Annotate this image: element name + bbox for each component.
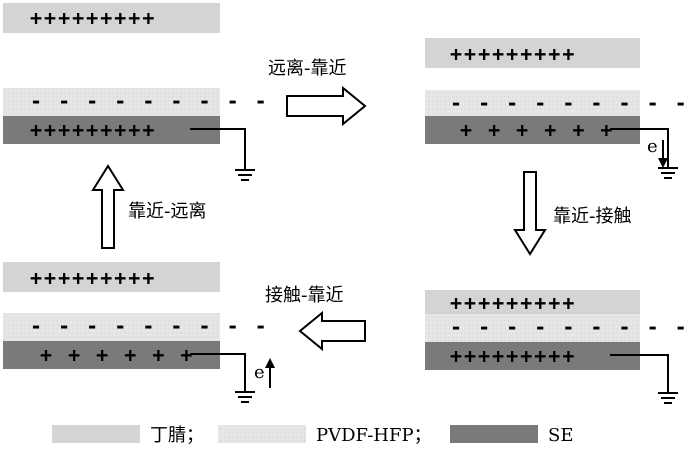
hollow-down-arrow-icon <box>513 171 547 256</box>
positive-charges: +++++++++ <box>450 42 576 66</box>
positive-charges: + + + + + + <box>460 118 614 142</box>
hollow-up-arrow-icon <box>91 164 125 249</box>
arrow-down: 靠近-接触 <box>513 171 632 256</box>
ground-wire <box>610 354 669 393</box>
pvdf-layer <box>425 314 640 342</box>
se-electrode <box>425 342 640 370</box>
positive-charges: +++++++++ <box>30 266 156 290</box>
negative-charges: - - - - - - - - - <box>30 89 269 113</box>
hollow-right-arrow-icon <box>286 85 367 127</box>
negative-charges: - - - - - - - - - <box>450 91 689 115</box>
nbr-layer <box>3 3 220 33</box>
electron-label: e <box>254 362 265 383</box>
arrow-label-top: 远离-靠近 <box>268 58 347 79</box>
positive-charges: +++++++++ <box>450 344 576 368</box>
panel-bottom-right: +++++++++ - - - - - - - - - +++++++++ <box>425 290 689 404</box>
ground-icon <box>658 167 678 179</box>
legend-swatch-pvdf <box>218 425 306 443</box>
panel-top-left: +++++++++ - - - - - - - - - +++++++++ <box>3 3 269 181</box>
legend-label-pvdf: PVDF-HFP； <box>316 425 432 446</box>
nbr-layer <box>425 38 640 68</box>
ground-icon <box>658 392 678 404</box>
pvdf-layer <box>3 313 220 341</box>
ground-icon <box>235 169 255 181</box>
hollow-left-arrow-icon <box>298 310 366 352</box>
nbr-layer <box>425 290 640 314</box>
positive-charges: +++++++++ <box>30 118 156 142</box>
ground-wire <box>190 353 246 392</box>
arrow-label-left: 靠近-远离 <box>128 201 207 222</box>
se-electrode <box>3 116 220 144</box>
legend-swatch-nbr <box>52 425 140 443</box>
legend: 丁腈； PVDF-HFP； SE <box>52 425 573 446</box>
legend-swatch-se <box>450 425 538 443</box>
legend-label-se: SE <box>548 425 573 446</box>
panel-bottom-left: +++++++++ - - - - - - - - - + + + + + + … <box>3 262 275 403</box>
pvdf-layer <box>3 88 220 116</box>
arrow-label-bottom: 接触-靠近 <box>265 285 344 306</box>
ground-wire <box>610 128 669 168</box>
arrow-left: 接触-靠近 <box>265 285 366 352</box>
legend-label-nbr: 丁腈； <box>150 425 204 446</box>
pvdf-layer <box>425 90 640 116</box>
arrow-right: 远离-靠近 <box>268 58 367 127</box>
negative-charges: - - - - - - - - - <box>30 314 269 338</box>
electron-down-arrow-icon <box>658 140 668 168</box>
positive-charges: +++++++++ <box>30 6 156 30</box>
ground-wire <box>190 128 246 170</box>
panel-top-right: +++++++++ - - - - - - - - - + + + + + + … <box>425 38 689 179</box>
arrow-label-right: 靠近-接触 <box>553 206 632 227</box>
positive-charges: +++++++++ <box>450 291 576 315</box>
arrow-up: 靠近-远离 <box>91 164 207 249</box>
electron-up-arrow-icon <box>265 358 275 388</box>
negative-charges: - - - - - - - - - <box>450 315 689 339</box>
se-electrode <box>3 341 220 369</box>
se-electrode <box>425 116 640 144</box>
nbr-layer <box>3 262 220 292</box>
positive-charges: + + + + + + <box>40 343 194 367</box>
electron-label: e <box>647 136 658 157</box>
ground-icon <box>235 391 255 403</box>
